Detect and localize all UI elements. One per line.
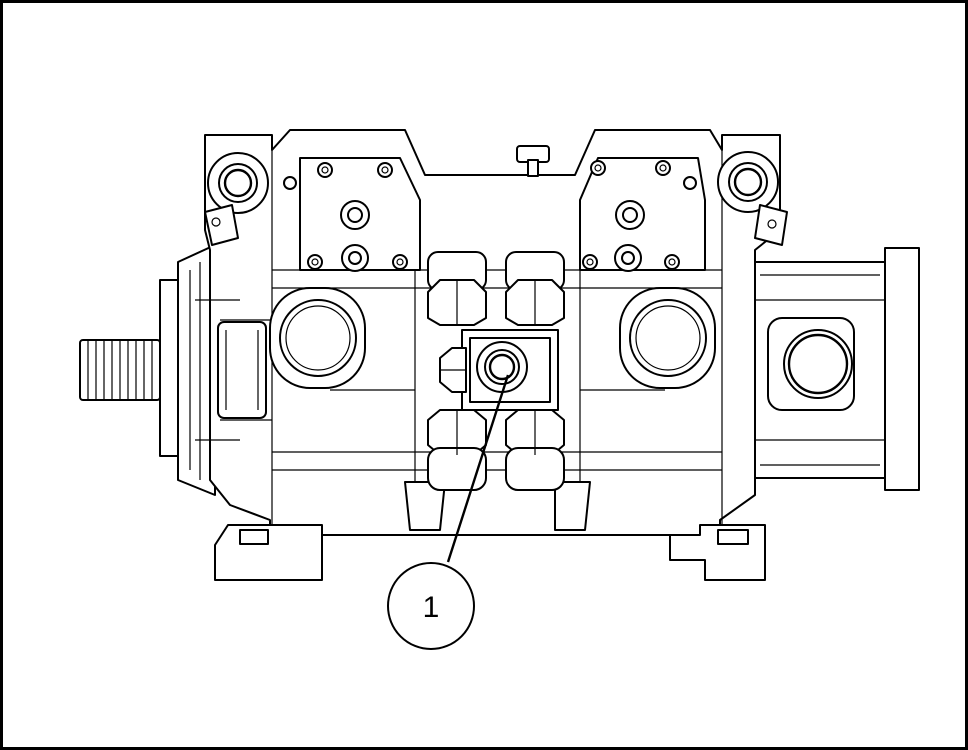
callout-leader	[446, 374, 510, 563]
hex-plugs	[427, 251, 565, 491]
left-port	[269, 287, 366, 389]
callout-bubble	[387, 562, 475, 650]
input-shaft	[79, 244, 216, 496]
hex-plug-bottom-left	[427, 409, 487, 491]
right-sensor	[717, 151, 788, 246]
mount-feet	[214, 481, 766, 581]
callout-label: 1	[423, 591, 440, 624]
hex-plug-top-left	[427, 251, 487, 326]
hex-plug-top-right	[505, 251, 565, 326]
right-port	[619, 287, 716, 389]
right-control-block	[579, 157, 706, 272]
left-sensor	[204, 152, 269, 246]
hex-plug-bottom-right	[505, 409, 565, 491]
left-control-block	[283, 157, 421, 272]
output-housing	[749, 247, 920, 491]
top-pin	[516, 145, 550, 177]
test-port-plug	[476, 341, 528, 393]
